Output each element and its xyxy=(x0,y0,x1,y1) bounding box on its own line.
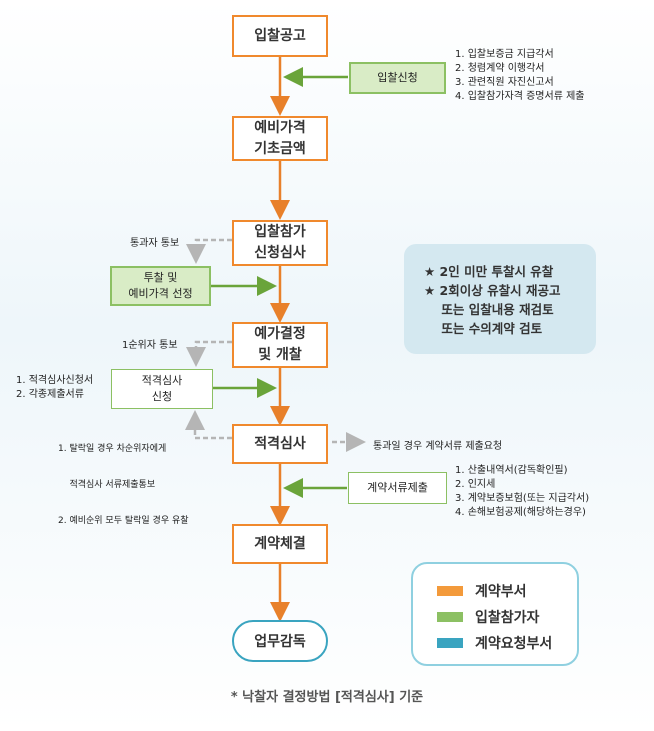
legend-item: 계약부서 xyxy=(437,578,577,604)
step-participation-review: 입찰참가 신청심사 xyxy=(232,220,328,266)
legend-item: 계약요청부서 xyxy=(437,630,577,656)
bid-application-docs-list: 1. 입찰보증금 지급각서 2. 청렴계약 이행각서 3. 관련직원 자진신고서… xyxy=(455,48,584,104)
list-item: 2. 각종제출서류 xyxy=(16,389,84,400)
list-item: 1. 산출내역서(감독확인필) xyxy=(455,465,568,476)
bid-selection-box: 투찰 및 예비가격 선정 xyxy=(110,266,211,306)
contract-docs-box: 계약서류제출 xyxy=(348,472,447,504)
list-item: 1. 탈락일 경우 차순위자에게 xyxy=(58,444,167,454)
legend-label: 계약요청부서 xyxy=(475,636,553,652)
info-line: 또는 수의계약 검토 xyxy=(424,321,543,336)
list-item: 3. 관련직원 자진신고서 xyxy=(455,77,554,88)
legend: 계약부서 입찰참가자 계약요청부서 xyxy=(411,562,579,666)
qualification-docs-list: 1. 적격심사신청서 2. 각종제출서류 xyxy=(16,374,93,402)
list-item: 3. 계약보증보험(또는 지급각서) xyxy=(455,493,590,504)
step-base-price: 예비가격 기초금액 xyxy=(232,116,328,161)
notify-arrow xyxy=(186,238,232,264)
qualification-application-box: 적격심사 신청 xyxy=(111,369,213,409)
list-item: 2. 예비순위 모두 탈락일 경우 유찰 xyxy=(58,516,189,526)
notify-arrow xyxy=(186,340,232,367)
list-item: 4. 입찰참가자격 증명서류 제출 xyxy=(455,91,585,102)
footnote: * 낙찰자 결정방법 [적격심사] 기준 xyxy=(230,690,424,705)
list-item: 4. 손해보험공제(해당하는경우) xyxy=(455,507,586,518)
list-item: 2. 인지세 xyxy=(455,479,496,490)
list-item: 적격심사 서류제출통보 xyxy=(58,480,156,490)
step-supervision: 업무감독 xyxy=(232,620,328,662)
info-line: ★ 2인 미만 투찰시 유찰 xyxy=(424,264,554,279)
first-rank-notice-label: 1순위자 통보 xyxy=(122,340,178,351)
info-line: ★ 2회이상 유찰시 재공고 xyxy=(424,283,561,298)
step-qualification-review: 적격심사 xyxy=(232,424,328,464)
notify-arrow xyxy=(185,410,232,440)
step-bid-announcement: 입찰공고 xyxy=(232,15,328,57)
step-contract-signing: 계약체결 xyxy=(232,524,328,564)
step-price-and-opening: 예가결정 및 개찰 xyxy=(232,322,328,368)
fail-notes-list: 1. 탈락일 경우 차순위자에게 적격심사 서류제출통보 2. 예비순위 모두 … xyxy=(58,419,189,539)
bid-application-box: 입찰신청 xyxy=(349,62,446,94)
info-line: 또는 입찰내용 재검토 xyxy=(424,302,554,317)
contract-request-label: 통과일 경우 계약서류 제출요청 xyxy=(373,441,503,452)
legend-swatch-green xyxy=(437,612,463,622)
legend-swatch-blue xyxy=(437,638,463,648)
list-item: 1. 적격심사신청서 xyxy=(16,375,94,386)
list-item: 1. 입찰보증금 지급각서 xyxy=(455,49,554,60)
legend-swatch-orange xyxy=(437,586,463,596)
contract-docs-list: 1. 산출내역서(감독확인필) 2. 인지세 3. 계약보증보험(또는 지급각서… xyxy=(455,464,589,520)
legend-label: 계약부서 xyxy=(475,584,527,600)
legend-label: 입찰참가자 xyxy=(475,610,540,626)
legend-item: 입찰참가자 xyxy=(437,604,577,630)
rebid-info-box: ★ 2인 미만 투찰시 유찰 ★ 2회이상 유찰시 재공고 또는 입찰내용 재검… xyxy=(404,244,596,354)
pass-notice-label: 통과자 통보 xyxy=(130,238,180,249)
list-item: 2. 청렴계약 이행각서 xyxy=(455,63,545,74)
